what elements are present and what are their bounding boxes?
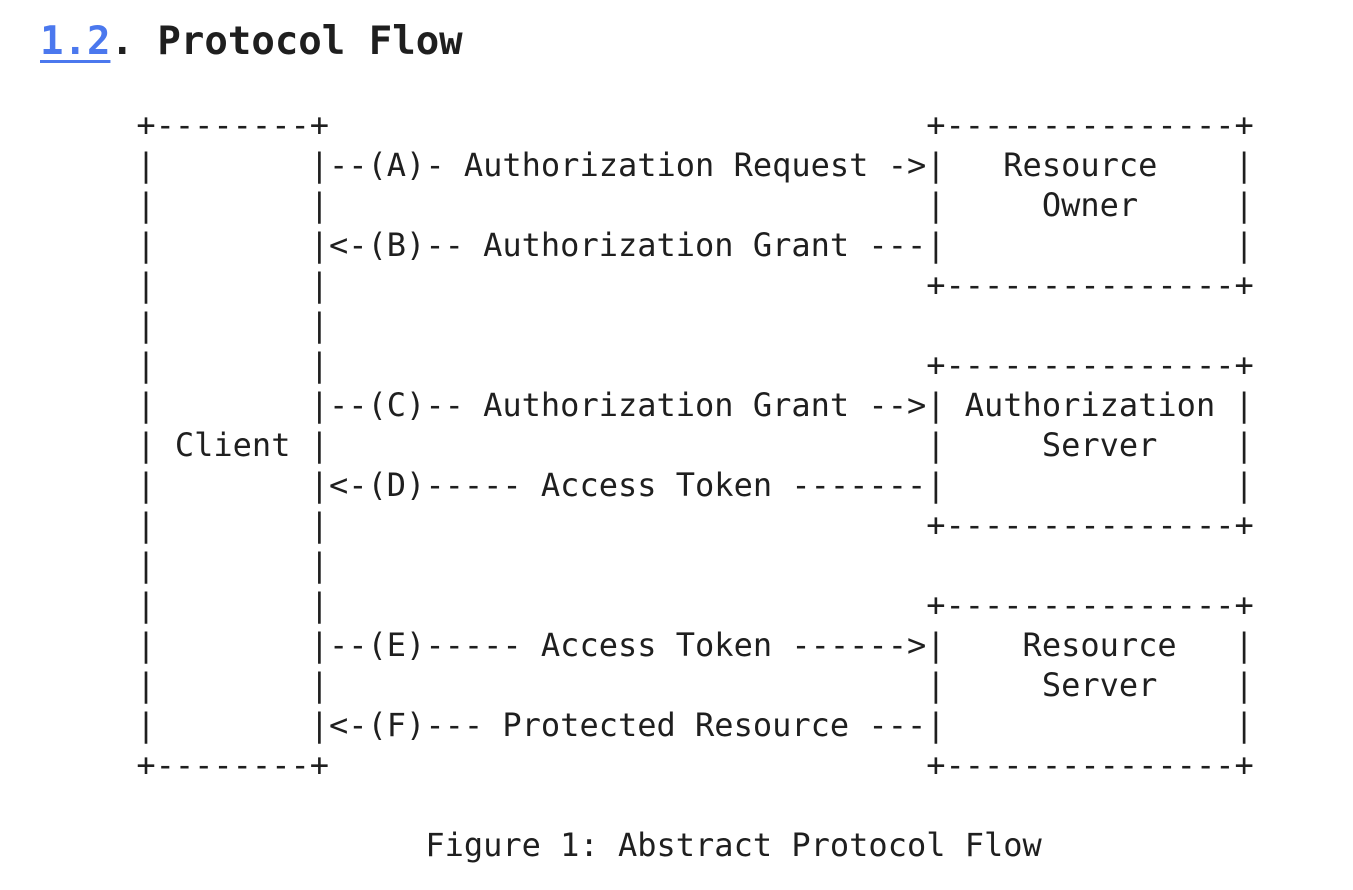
section-title: Protocol Flow [157,19,463,64]
heading-separator: . [110,19,158,64]
ascii-line: | | +---------------+ [40,586,1254,624]
ascii-line: +--------+ +---------------+ [40,746,1254,784]
ascii-line: | | +---------------+ [40,506,1254,544]
ascii-line: | |<-(D)----- Access Token -------| | [40,466,1254,504]
ascii-line: | | [40,546,329,584]
ascii-line: | Client | | Server | [40,426,1254,464]
ascii-line: | |<-(B)-- Authorization Grant ---| | [40,226,1254,264]
ascii-line: | |--(E)----- Access Token ------>| Reso… [40,626,1254,664]
ascii-line: | |<-(F)--- Protected Resource ---| | [40,706,1254,744]
protocol-flow-ascii-diagram: +--------+ +---------------+ | |--(A)- A… [40,105,1353,785]
section-heading: 1.2. Protocol Flow [40,16,1353,68]
ascii-line: | |--(C)-- Authorization Grant -->| Auth… [40,386,1254,424]
ascii-line: | | +---------------+ [40,346,1254,384]
ascii-line: | | | Server | [40,666,1254,704]
ascii-line: | | | Owner | [40,186,1254,224]
ascii-line: | | [40,306,329,344]
ascii-line: +--------+ +---------------+ [40,106,1254,144]
ascii-line: | | +---------------+ [40,266,1254,304]
figure-caption: Figure 1: Abstract Protocol Flow [425,826,1042,864]
ascii-line: | |--(A)- Authorization Request ->| Reso… [40,146,1254,184]
rfc-section-1-2: 1.2. Protocol Flow +--------+ +---------… [40,16,1353,864]
section-number-link[interactable]: 1.2 [40,19,111,64]
